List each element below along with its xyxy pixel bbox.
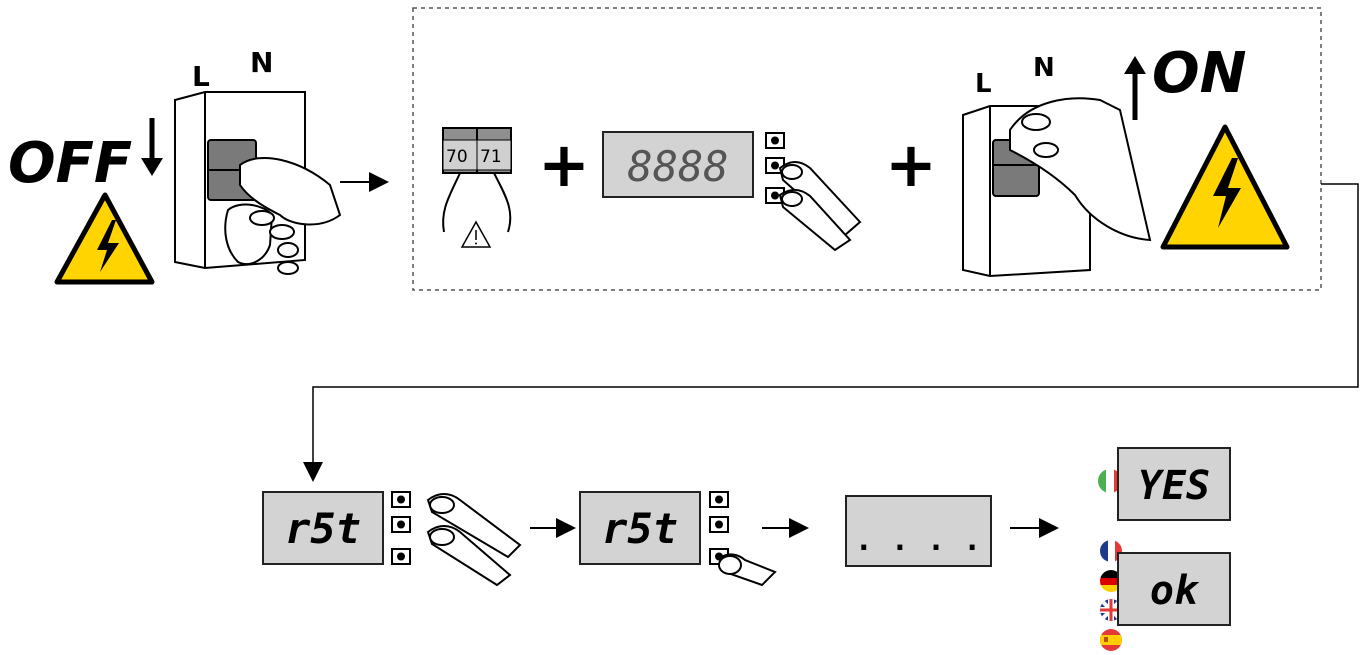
- spain-flag-icon: [1100, 629, 1122, 651]
- flow-connector: [303, 183, 1359, 482]
- button-top[interactable]: [765, 132, 785, 149]
- display-dots-text: . . . .: [855, 523, 981, 558]
- display-8888: 8888: [602, 131, 754, 198]
- caution-icon: [460, 220, 492, 248]
- display-8888-text: 8888: [627, 142, 728, 191]
- step-power-off: OFF L N: [8, 46, 342, 285]
- hand-pulling-down: [224, 157, 342, 275]
- live-label: L: [192, 60, 210, 93]
- neutral-label: N: [250, 46, 273, 79]
- display-yes-text: YES: [1138, 463, 1210, 509]
- finger-pressing-bottom: [718, 553, 777, 587]
- display-rst-2-text: r5t: [602, 504, 678, 553]
- on-label: ON: [1152, 41, 1246, 106]
- electric-hazard-icon: [54, 192, 155, 285]
- button-top-3[interactable]: [709, 491, 729, 508]
- button-panel-3: [709, 491, 729, 565]
- germany-flag-icon: [1100, 570, 1122, 592]
- display-yes: YES: [1117, 447, 1231, 521]
- display-dots: . . . .: [845, 495, 992, 567]
- display-ok-text: ok: [1150, 568, 1200, 614]
- display-rst-2: r5t: [579, 491, 701, 565]
- button-top-2[interactable]: [391, 491, 411, 508]
- display-rst-1: r5t: [262, 491, 384, 565]
- plus-sign-2: +: [885, 128, 937, 201]
- france-flag-icon: [1100, 540, 1122, 562]
- terminal-block: 70 71: [442, 127, 512, 248]
- neutral-label-on: N: [1033, 53, 1055, 83]
- two-fingers-pressing-2: [426, 493, 522, 587]
- step-power-on: L N ON: [962, 41, 1290, 278]
- live-label-on: L: [975, 69, 992, 99]
- terminal-71-label: 71: [480, 147, 502, 167]
- arrow-up-icon: [1124, 56, 1146, 120]
- plus-sign-1: +: [538, 128, 590, 201]
- arrow-down-icon: [141, 118, 163, 176]
- hand-pushing-up: [1009, 97, 1152, 242]
- display-ok: ok: [1117, 552, 1231, 626]
- display-rst-1-text: r5t: [285, 504, 361, 553]
- button-middle-2[interactable]: [391, 516, 411, 533]
- electric-hazard-icon-2: [1160, 124, 1290, 250]
- terminal-70-label: 70: [446, 147, 468, 167]
- step-power-on-group: [412, 7, 1322, 291]
- button-middle-3[interactable]: [709, 516, 729, 533]
- two-fingers-pressing: [778, 161, 862, 252]
- button-bottom-2[interactable]: [391, 548, 411, 565]
- button-panel-2: [391, 491, 411, 565]
- off-label: OFF: [8, 131, 132, 196]
